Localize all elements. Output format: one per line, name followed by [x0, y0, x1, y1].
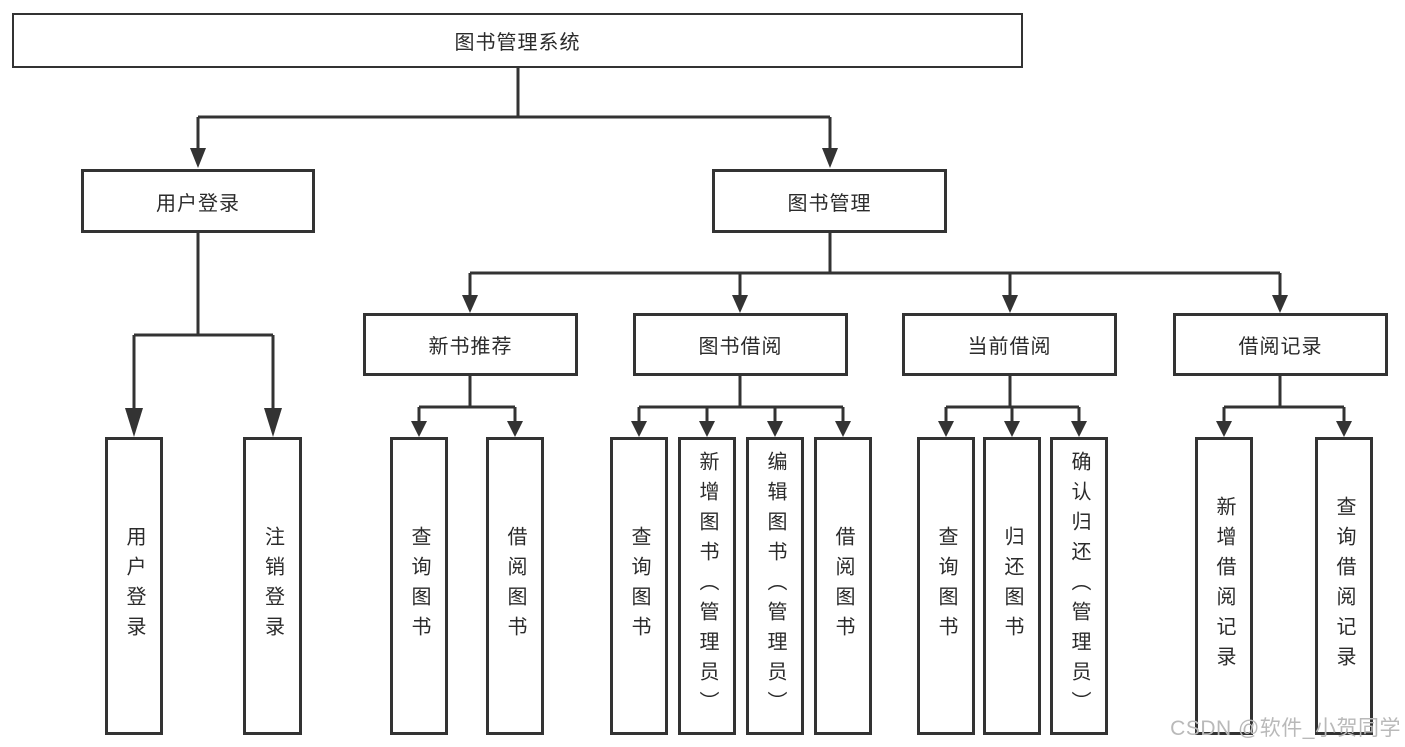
node-label: 查询图书 [408, 526, 430, 646]
leaf-confirm-return-admin: 确认归还（管理员） [1050, 437, 1108, 735]
node-label: 编辑图书（管理员） [764, 451, 786, 721]
node-label: 查询图书 [935, 526, 957, 646]
node-new-book-recommend: 新书推荐 [363, 313, 578, 376]
node-book-borrow: 图书借阅 [633, 313, 848, 376]
leaf-logout: 注销登录 [243, 437, 302, 735]
node-label: 当前借阅 [967, 336, 1052, 358]
node-label: 查询借阅记录 [1333, 496, 1355, 676]
node-label: 借阅记录 [1238, 336, 1323, 358]
leaf-add-borrow-record: 新增借阅记录 [1195, 437, 1253, 735]
node-label: 新书推荐 [428, 336, 513, 358]
leaf-query-book-recommend: 查询图书 [390, 437, 448, 735]
node-book-management: 图书管理 [712, 169, 947, 233]
node-library-management-system: 图书管理系统 [12, 13, 1023, 68]
node-label: 新增图书（管理员） [696, 451, 718, 721]
node-label: 图书借阅 [698, 336, 783, 358]
leaf-add-book-admin: 新增图书（管理员） [678, 437, 736, 735]
node-user-login: 用户登录 [81, 169, 315, 233]
node-label: 图书管理系统 [454, 32, 581, 54]
leaf-query-book-current: 查询图书 [917, 437, 975, 735]
node-label: 注销登录 [261, 526, 284, 646]
leaf-query-book-borrow: 查询图书 [610, 437, 668, 735]
csdn-watermark: CSDN @软件_小贺同学 [1170, 717, 1401, 740]
leaf-borrow-book-recommend: 借阅图书 [486, 437, 544, 735]
node-label: 用户登录 [123, 526, 145, 646]
leaf-query-borrow-record: 查询借阅记录 [1315, 437, 1373, 735]
node-label: 用户登录 [156, 192, 240, 215]
node-label: 图书管理 [787, 192, 872, 215]
node-current-borrow: 当前借阅 [902, 313, 1117, 376]
node-label: 新增借阅记录 [1213, 496, 1235, 676]
node-label: 借阅图书 [504, 526, 526, 646]
leaf-edit-book-admin: 编辑图书（管理员） [746, 437, 804, 735]
node-label: 查询图书 [628, 526, 650, 646]
node-borrow-records: 借阅记录 [1173, 313, 1388, 376]
leaf-borrow-book: 借阅图书 [814, 437, 872, 735]
node-label: 确认归还（管理员） [1068, 451, 1090, 721]
leaf-return-book: 归还图书 [983, 437, 1041, 735]
leaf-user-login: 用户登录 [105, 437, 163, 735]
node-label: 借阅图书 [832, 526, 854, 646]
node-label: 归还图书 [1001, 526, 1023, 646]
